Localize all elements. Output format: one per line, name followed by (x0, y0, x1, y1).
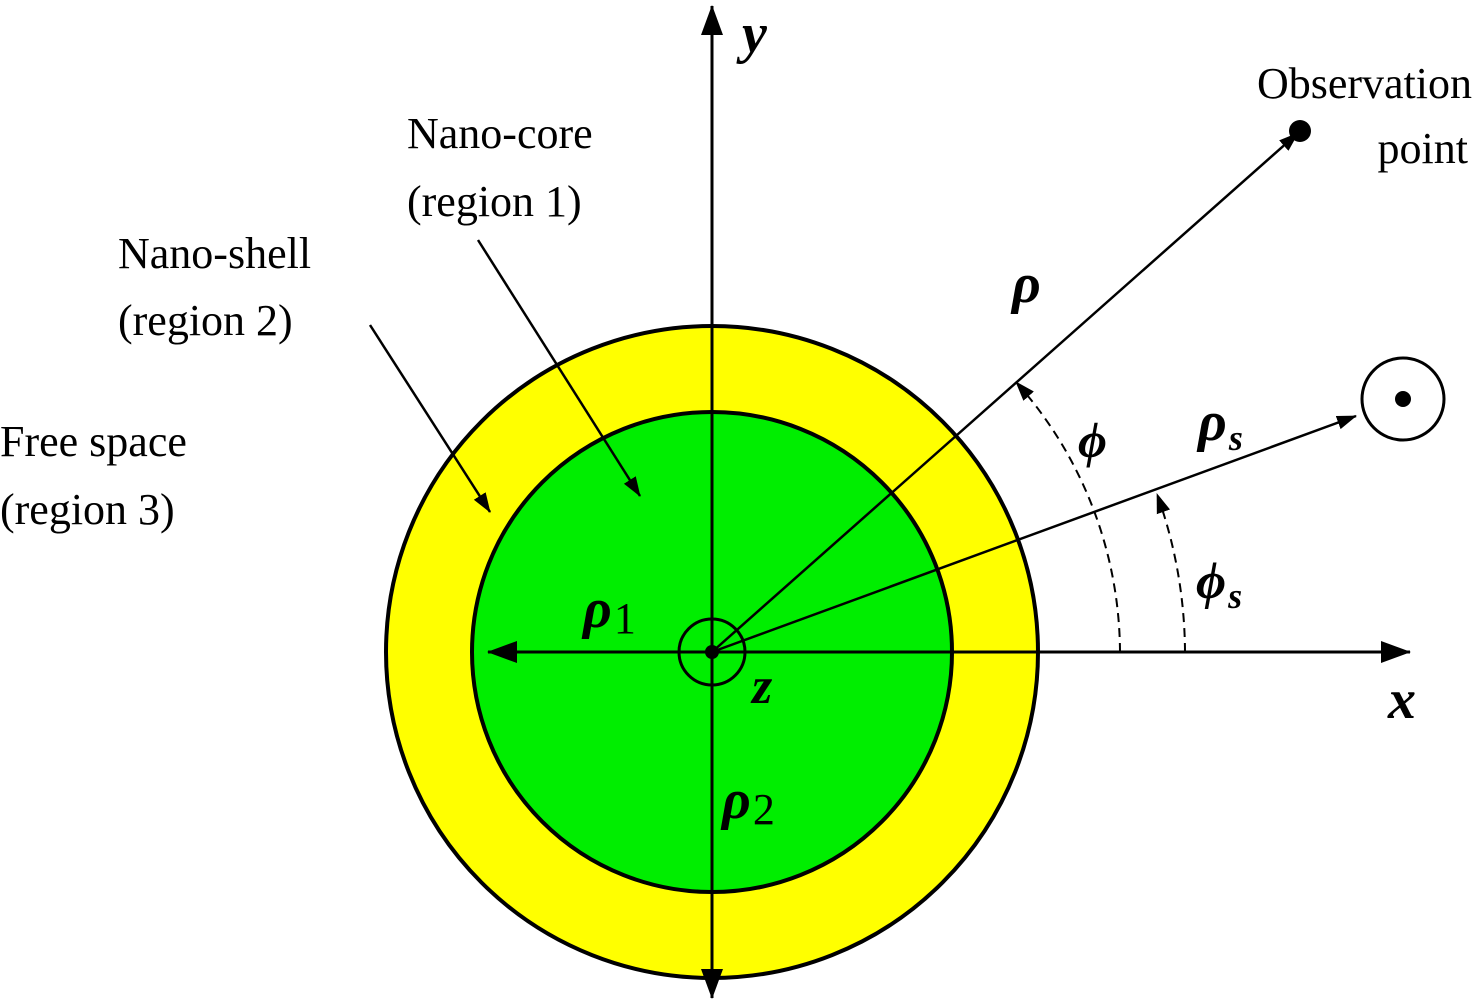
z-axis-symbol (677, 617, 747, 687)
shell-label: Nano-shell (118, 229, 311, 278)
rho-symbol: ρ (1010, 253, 1041, 315)
core-label: Nano-core (407, 109, 593, 158)
rho-s-symbol: ρs (1196, 391, 1243, 458)
core-region-label: (region 1) (407, 177, 582, 226)
phi-arc (1015, 381, 1121, 653)
shell-pointer-arrow (368, 324, 492, 513)
phi-symbol: ϕ (1078, 412, 1107, 468)
rho-vector (711, 132, 1299, 653)
x-axis-label: x (1387, 669, 1416, 731)
phi-s-symbol: ϕs (1196, 553, 1242, 616)
rho1-symbol: ρ1 (581, 578, 636, 643)
z-axis-label: z (750, 658, 773, 715)
observation-point-label: point (1378, 124, 1468, 173)
free-space-region-label: (region 3) (0, 485, 175, 534)
rho2-symbol: ρ2 (720, 769, 775, 834)
observation-point-dot (1289, 120, 1311, 142)
core-pointer-arrow (476, 239, 642, 497)
z-axis-dot (705, 645, 719, 659)
source-dot (1395, 391, 1411, 407)
free-space-label: Free space (0, 417, 187, 466)
rho-s-vector (711, 414, 1357, 654)
y-axis-label: y (736, 3, 768, 65)
observation-label: Observation (1257, 59, 1472, 108)
phi-s-arc (1156, 493, 1186, 653)
shell-region-label: (region 2) (118, 296, 293, 345)
